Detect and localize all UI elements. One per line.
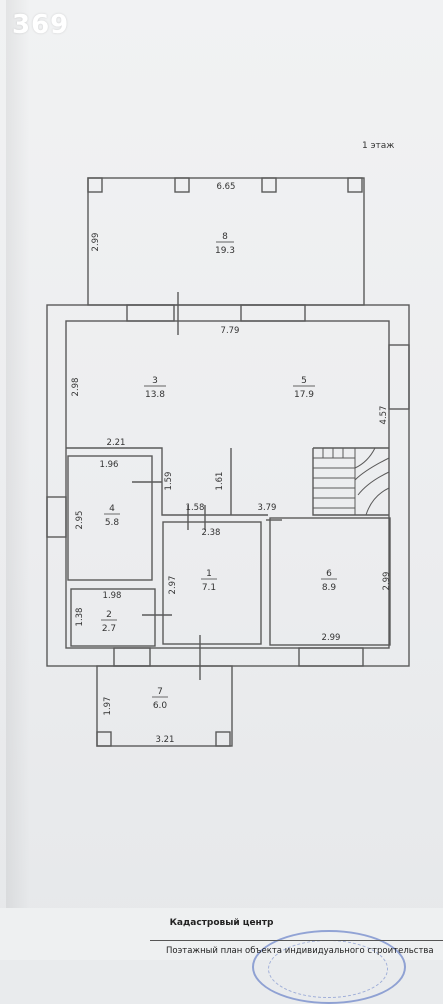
room-1-area: 7.1 <box>202 583 216 593</box>
dim-room1-width: 2.38 <box>202 528 221 538</box>
paper-fold-shadow <box>6 0 30 960</box>
room-8-area: 19.3 <box>215 246 235 256</box>
room-4-number: 4 <box>109 504 115 514</box>
dim-porch-depth: 1.97 <box>103 697 113 716</box>
dim-terrace-top-width: 6.65 <box>217 182 236 192</box>
room-6-area: 8.9 <box>322 583 337 593</box>
room-4-area: 5.8 <box>105 518 120 528</box>
dim-room3-depth: 2.98 <box>71 378 81 397</box>
dim-corridor-c: 1.58 <box>186 503 205 513</box>
room6-walls <box>269 517 391 646</box>
footer-organization: Кадастровый центр <box>169 918 274 928</box>
room-7-area: 6.0 <box>153 701 168 711</box>
porch-outline <box>96 665 233 747</box>
dim-room6-depth: 2.99 <box>382 572 392 591</box>
dim-room2-width: 1.98 <box>103 591 122 601</box>
floor-label: 1 этаж <box>362 141 395 151</box>
staircase-icon <box>313 447 390 516</box>
dim-room6-top-width: 3.79 <box>258 503 277 513</box>
dim-corridor-a: 1.59 <box>164 472 174 491</box>
window-right <box>388 344 410 410</box>
plan-sheet <box>0 0 443 960</box>
room-7-number: 7 <box>157 687 163 697</box>
window-bottom-2 <box>298 647 364 667</box>
dim-room2-depth: 1.38 <box>75 608 85 627</box>
window-top-1 <box>126 304 175 322</box>
footer-document-title: Поэтажный план объекта индивидуального с… <box>166 946 434 956</box>
room-1-number: 1 <box>206 569 212 579</box>
dim-room6-bottom-width: 2.99 <box>322 633 341 643</box>
room-8-number: 8 <box>222 232 228 242</box>
room-5-area: 17.9 <box>294 390 314 400</box>
column-1 <box>87 177 103 193</box>
dim-room1-depth: 2.97 <box>168 576 178 595</box>
column-5 <box>96 731 112 747</box>
room1-walls <box>162 521 262 645</box>
walls <box>46 177 410 747</box>
room-2-area: 2.7 <box>102 624 116 634</box>
window-top-2 <box>240 304 306 322</box>
footer-divider <box>150 940 443 941</box>
room-3-area: 13.8 <box>145 390 165 400</box>
column-2 <box>174 177 190 193</box>
column-6 <box>215 731 231 747</box>
window-bottom-1 <box>113 647 151 667</box>
dim-porch-width: 3.21 <box>156 735 175 745</box>
room-3-number: 3 <box>152 376 158 386</box>
dim-hall-width: 7.79 <box>221 326 240 336</box>
dimension-labels: 6.65 2.99 7.79 2.98 4.57 2.21 1.96 1.59 … <box>71 182 392 745</box>
dim-room4-width: 1.96 <box>100 460 119 470</box>
room-5-number: 5 <box>301 376 307 386</box>
room4-walls <box>67 455 153 581</box>
room-labels: 8 19.3 3 13.8 5 17.9 4 5.8 1 7.1 6 8.9 2… <box>101 232 337 711</box>
room2-walls <box>70 588 156 647</box>
room-6-number: 6 <box>326 569 332 579</box>
wall-stair-side <box>312 448 389 516</box>
room-2-number: 2 <box>106 610 112 620</box>
window-left <box>46 496 67 538</box>
dim-corridor-b: 1.61 <box>215 472 225 491</box>
house-inner-wall <box>65 320 390 649</box>
dim-room5-depth: 4.57 <box>379 406 389 425</box>
dim-room3-width: 2.21 <box>107 438 126 448</box>
column-3 <box>261 177 277 193</box>
dim-room4-depth: 2.95 <box>75 511 85 530</box>
dim-terrace-top-depth: 2.99 <box>91 233 101 252</box>
column-4 <box>347 177 363 193</box>
watermark: 369 <box>12 10 70 40</box>
floor-plan-drawing: 8 19.3 3 13.8 5 17.9 4 5.8 1 7.1 6 8.9 2… <box>46 177 410 747</box>
